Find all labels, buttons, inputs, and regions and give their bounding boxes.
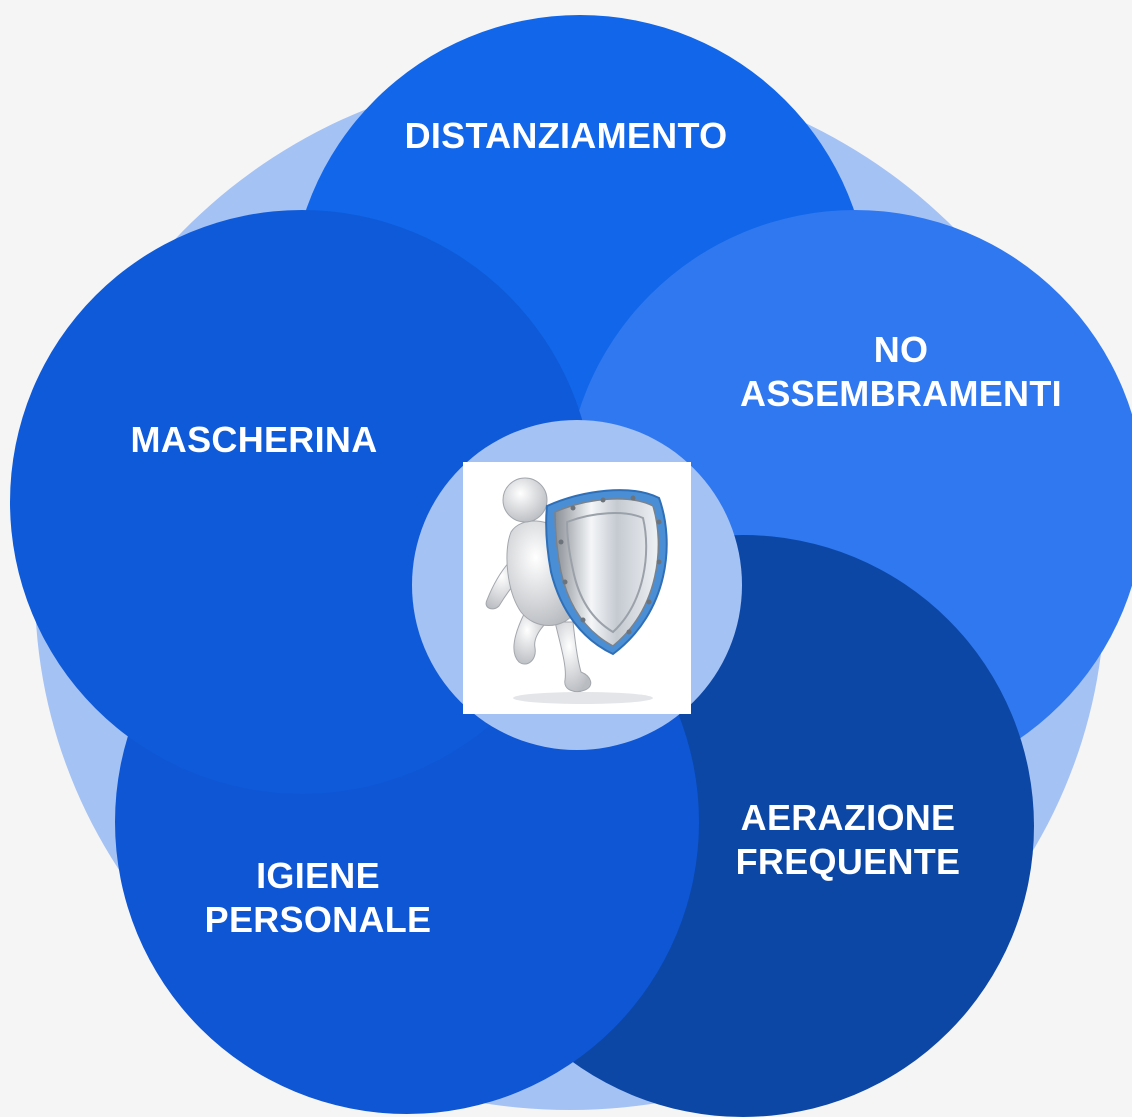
- label-no-line1: NO: [873, 329, 929, 370]
- person-with-shield-icon: [463, 462, 691, 714]
- label-igiene-personale: IGIENE PERSONALE: [205, 854, 432, 942]
- label-aerazione-line2: FREQUENTE: [735, 841, 961, 882]
- label-igiene-line1: IGIENE: [256, 855, 380, 896]
- label-distanziamento: DISTANZIAMENTO: [404, 115, 728, 156]
- label-mascherina: MASCHERINA: [130, 419, 378, 460]
- label-igiene-line2: PERSONALE: [204, 899, 432, 940]
- label-aerazione-frequente: AERAZIONE FREQUENTE: [736, 796, 961, 884]
- label-no-assembramenti: NO ASSEMBRAMENTI: [740, 328, 1062, 416]
- label-no-line2: ASSEMBRAMENTI: [740, 373, 1062, 414]
- label-aerazione-line1: AERAZIONE: [740, 797, 956, 838]
